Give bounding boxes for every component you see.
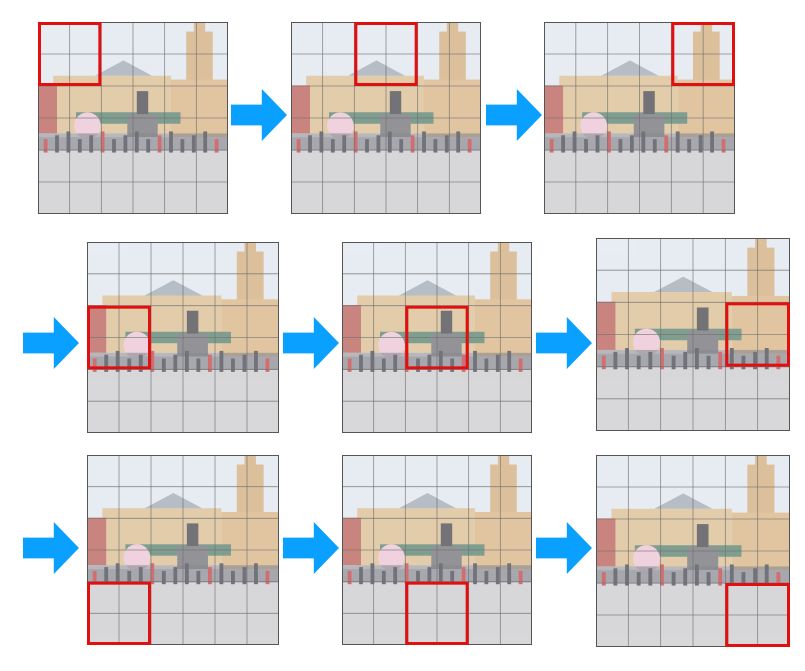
grid-lines bbox=[544, 22, 735, 214]
arrow-right-icon bbox=[283, 522, 339, 574]
arrow-right-icon bbox=[536, 317, 592, 369]
frame-step-1 bbox=[38, 22, 228, 214]
frame-image bbox=[596, 238, 790, 431]
sliding-window-box bbox=[405, 305, 469, 370]
grid-lines bbox=[596, 455, 790, 647]
frame-step-9 bbox=[596, 455, 790, 647]
frame-image bbox=[291, 22, 481, 214]
grid-lines bbox=[342, 455, 532, 645]
frame-image bbox=[342, 242, 532, 433]
sliding-window-box bbox=[405, 581, 469, 645]
frame-step-4 bbox=[87, 242, 279, 433]
arrow-right-icon bbox=[283, 317, 339, 369]
frame-step-8 bbox=[342, 455, 532, 645]
frame-step-3 bbox=[544, 22, 735, 214]
frame-image bbox=[87, 455, 279, 645]
grid-lines bbox=[342, 242, 532, 433]
sliding-window-box bbox=[354, 22, 418, 86]
frame-border bbox=[342, 242, 532, 433]
frame-step-2 bbox=[291, 22, 481, 214]
frame-image bbox=[596, 455, 790, 647]
grid-lines bbox=[596, 238, 790, 431]
frame-border bbox=[544, 22, 735, 214]
arrow-right-icon bbox=[23, 317, 79, 369]
arrow-right-icon bbox=[231, 89, 287, 141]
frame-step-7 bbox=[87, 455, 279, 645]
frame-image bbox=[38, 22, 228, 214]
sliding-window-box bbox=[671, 22, 735, 86]
frame-step-6 bbox=[596, 238, 790, 431]
frame-border bbox=[38, 22, 228, 214]
frame-image bbox=[342, 455, 532, 645]
frame-step-5 bbox=[342, 242, 532, 433]
frame-image bbox=[544, 22, 735, 214]
sliding-window-box bbox=[38, 22, 102, 86]
grid-lines bbox=[87, 455, 279, 645]
sliding-window-box bbox=[87, 581, 151, 645]
sliding-window-box bbox=[87, 305, 151, 370]
sliding-window-box bbox=[725, 302, 790, 367]
arrow-right-icon bbox=[486, 89, 542, 141]
frame-border bbox=[596, 455, 790, 647]
frame-image bbox=[87, 242, 279, 433]
frame-border bbox=[87, 455, 279, 645]
arrow-right-icon bbox=[536, 522, 592, 574]
arrow-right-icon bbox=[23, 522, 79, 574]
sliding-window-box bbox=[725, 583, 790, 647]
grid-lines bbox=[87, 242, 279, 433]
